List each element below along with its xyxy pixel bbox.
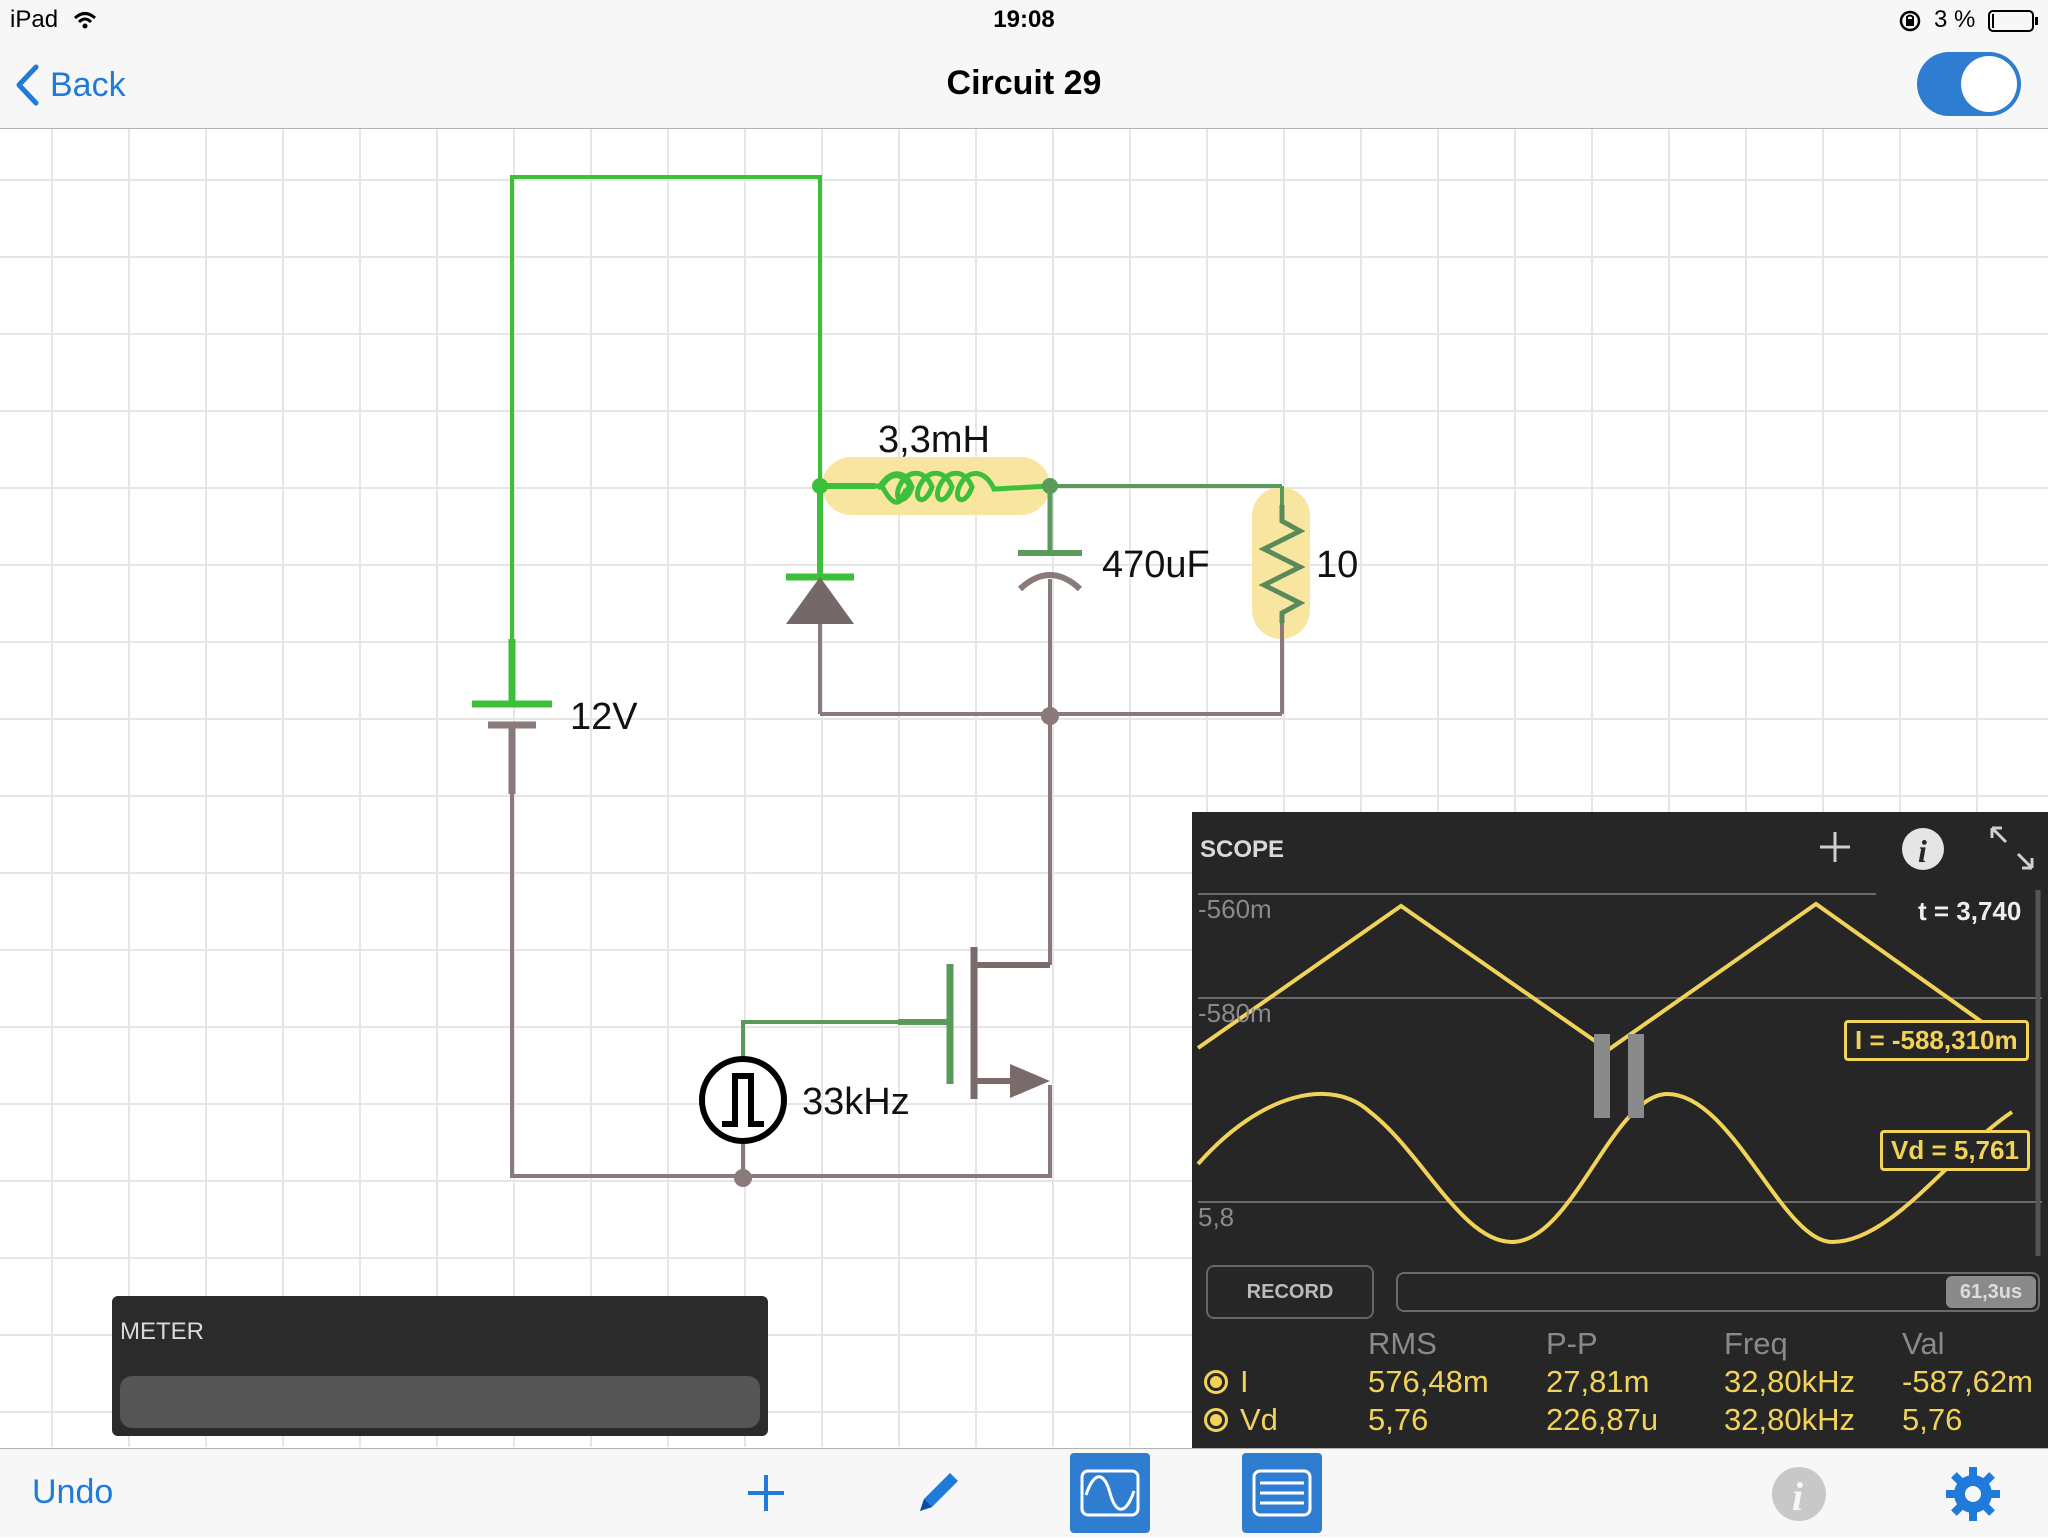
page-title: Circuit 29 (946, 64, 1102, 102)
cursor-marker-a[interactable] (1594, 1034, 1610, 1118)
resistor-symbol[interactable] (1258, 505, 1306, 623)
toggle-knob (1961, 56, 2017, 112)
timebase-thumb[interactable]: 61,3us (1946, 1276, 2036, 1308)
axis-label-mid: -580m (1198, 998, 1272, 1028)
row-vd-pp: 226,87u (1546, 1402, 1659, 1437)
resistor-label: 10 (1316, 544, 1358, 586)
nav-bar: Back Circuit 29 (0, 42, 2048, 129)
back-button[interactable]: Back (14, 60, 126, 110)
voltage-trace (1196, 1091, 2014, 1245)
svg-text:i: i (1792, 1474, 1803, 1519)
current-readout: I = -588,310m (1844, 1020, 2029, 1061)
col-pp: P-P (1546, 1326, 1598, 1361)
pulse-source-symbol[interactable] (699, 1056, 787, 1144)
axis-label-bottom: 5,8 (1198, 1202, 1235, 1232)
add-trace-icon[interactable] (1818, 830, 1852, 864)
capacitor-label: 470uF (1102, 544, 1210, 586)
col-rms: RMS (1368, 1326, 1437, 1361)
add-component-icon[interactable] (746, 1473, 786, 1513)
back-label: Back (50, 65, 126, 104)
row-vd-rms: 5,76 (1368, 1402, 1429, 1437)
active-wires (510, 175, 875, 639)
row-i-pp: 27,81m (1546, 1364, 1650, 1399)
info-button-icon[interactable]: i (1770, 1465, 1828, 1523)
battery-symbol[interactable] (472, 639, 552, 794)
expand-icon[interactable] (1988, 824, 2036, 872)
trace-toggle-i[interactable] (1204, 1370, 1228, 1394)
row-vd-freq: 32,80kHz (1724, 1402, 1855, 1437)
row-i-freq: 32,80kHz (1724, 1364, 1855, 1399)
clock: 19:08 (993, 6, 1055, 33)
col-freq: Freq (1724, 1326, 1788, 1361)
row-i-rms: 576,48m (1368, 1364, 1489, 1399)
time-readout: t = 3,740 (1918, 896, 2022, 926)
list-icon (1252, 1469, 1312, 1517)
meter-readout-bar (120, 1376, 760, 1428)
pencil-icon[interactable] (912, 1467, 964, 1519)
voltage-readout: Vd = 5,761 (1880, 1130, 2030, 1171)
battery-icon (1988, 10, 2038, 32)
chevron-left-icon (16, 64, 39, 106)
row-vd-name: Vd (1240, 1402, 1278, 1437)
scope-panel[interactable]: SCOPE i -560m -580m 5,8 t = 3,740 I = -5… (1192, 812, 2048, 1448)
status-bar: iPad 19:08 3 % (0, 0, 2048, 42)
cursor-marker-b[interactable] (1628, 1034, 1644, 1118)
col-val: Val (1902, 1326, 1945, 1361)
bottom-toolbar: Undo i (0, 1448, 2048, 1537)
battery-percent: 3 % (1934, 6, 1976, 33)
meter-title: METER (120, 1318, 204, 1345)
inductor-highlight (822, 457, 1050, 515)
row-i-val: -587,62m (1902, 1364, 2033, 1399)
inductor-label: 3,3mH (878, 419, 990, 461)
source-label: 33kHz (802, 1081, 910, 1123)
diode-symbol[interactable] (786, 573, 854, 624)
svg-text:i: i (1918, 833, 1927, 869)
info-icon[interactable]: i (1900, 826, 1946, 872)
scope-plot (1196, 890, 2042, 1256)
scope-title: SCOPE (1200, 836, 1285, 863)
row-i-name: I (1240, 1364, 1249, 1399)
record-button[interactable]: RECORD (1206, 1265, 1374, 1319)
trace-toggle-vd[interactable] (1204, 1408, 1228, 1432)
capacitor-symbol[interactable] (1017, 486, 1083, 592)
output-wires (1048, 484, 1284, 549)
timebase-slider[interactable]: 61,3us (1396, 1272, 2040, 1312)
orientation-lock-icon (1899, 10, 1921, 32)
wifi-icon (73, 12, 97, 29)
scope-toggle-button[interactable] (1070, 1453, 1150, 1533)
waveform-icon (1080, 1469, 1140, 1517)
settings-gear-icon[interactable] (1944, 1465, 2002, 1523)
axis-label-top: -560m (1198, 894, 1272, 924)
meter-toggle-button[interactable] (1242, 1453, 1322, 1533)
row-vd-val: 5,76 (1902, 1402, 1963, 1437)
battery-label: 12V (570, 696, 638, 738)
circuit-diagram: 3,3mH 470uF 10 12V 33kHz (472, 175, 1358, 1187)
simulation-toggle[interactable] (1917, 52, 2021, 116)
undo-button[interactable]: Undo (32, 1473, 114, 1511)
inductor-symbol[interactable] (875, 470, 1051, 505)
device-name: iPad (10, 6, 59, 33)
meter-panel[interactable]: METER (112, 1296, 768, 1436)
